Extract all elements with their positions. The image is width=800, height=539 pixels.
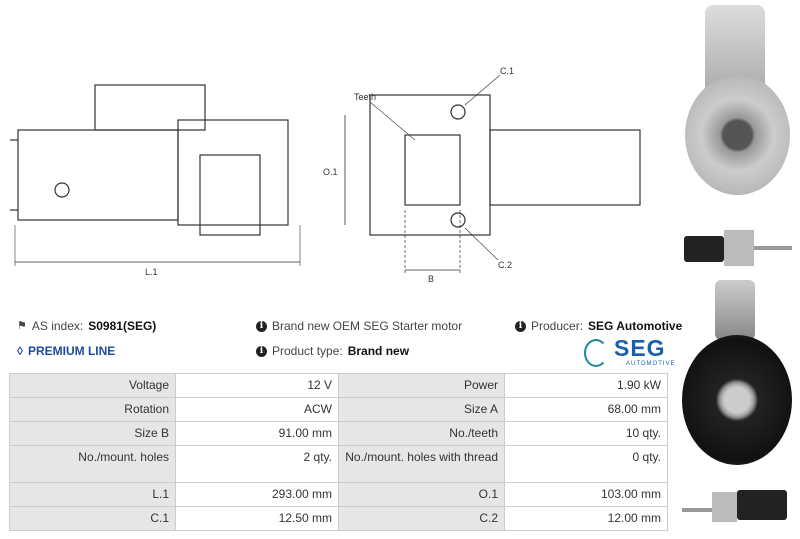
producer: i Producer: SEG Automotive	[515, 319, 682, 333]
spec-label: Power	[338, 373, 505, 398]
spec-label: No./mount. holes	[9, 445, 176, 483]
spec-value: 2 qty.	[175, 445, 339, 483]
spec-label: No./teeth	[338, 421, 505, 446]
spec-value: 0 qty.	[504, 445, 668, 483]
spec-label: Rotation	[9, 397, 176, 422]
teeth-label: Teeth	[354, 92, 376, 102]
spec-value: 12.50 mm	[175, 506, 339, 531]
product-photo-front[interactable]	[680, 5, 795, 210]
diamond-icon: ◊	[17, 344, 23, 358]
seg-logo-text: SEG	[614, 335, 666, 361]
product-photo-side-2[interactable]	[682, 480, 797, 530]
info-icon: i	[256, 345, 267, 357]
description-text: Brand new OEM SEG Starter motor	[272, 319, 463, 333]
spec-label: Size B	[9, 421, 176, 446]
as-index: ⚑ AS index: S0981(SEG)	[17, 319, 156, 333]
spec-label: No./mount. holes with thread	[338, 445, 505, 483]
product-type-label: Product type:	[272, 344, 343, 358]
side-view-diagram: L.1	[10, 84, 301, 277]
product-photo-rear[interactable]	[680, 280, 795, 470]
spec-label: Size A	[338, 397, 505, 422]
description: i Brand new OEM SEG Starter motor	[256, 319, 462, 333]
b-label: B	[428, 274, 434, 284]
product-type-value: Brand new	[347, 344, 410, 358]
spec-value: 12.00 mm	[504, 506, 668, 531]
product-type: i Product type: Brand new	[256, 344, 409, 358]
as-index-label: AS index:	[31, 319, 84, 333]
c1-label: C.1	[500, 66, 514, 76]
spec-value: 68.00 mm	[504, 397, 668, 422]
spec-value: 103.00 mm	[504, 482, 668, 507]
l1-label: L.1	[145, 267, 158, 277]
spec-label: O.1	[338, 482, 505, 507]
spec-value: 12 V	[175, 373, 339, 398]
spec-label: L.1	[9, 482, 176, 507]
as-index-value: S0981(SEG)	[88, 319, 157, 333]
info-icon: i	[515, 320, 526, 332]
c2-label: C.2	[498, 260, 512, 270]
spec-value: 10 qty.	[504, 421, 668, 446]
o1-label: O.1	[323, 167, 338, 177]
spec-label: Voltage	[9, 373, 176, 398]
seg-logo: SEG AUTOMOTIVE	[584, 335, 675, 369]
spec-label: C.1	[9, 506, 176, 531]
product-photo-side[interactable]	[682, 218, 792, 268]
premium-line[interactable]: ◊ PREMIUM LINE	[17, 344, 115, 358]
producer-value: SEG Automotive	[588, 319, 683, 333]
spec-value: ACW	[175, 397, 339, 422]
spec-value: 91.00 mm	[175, 421, 339, 446]
tag-icon: ⚑	[17, 320, 27, 332]
producer-label: Producer:	[531, 319, 584, 333]
spec-label: C.2	[338, 506, 505, 531]
info-icon: i	[256, 320, 267, 332]
front-view-diagram: O.1 B C.1 C.2 Teeth	[323, 66, 641, 284]
premium-label: PREMIUM LINE	[27, 344, 116, 358]
seg-logo-sub: AUTOMOTIVE	[626, 361, 676, 367]
spec-value: 293.00 mm	[175, 482, 339, 507]
spec-value: 1.90 kW	[504, 373, 668, 398]
